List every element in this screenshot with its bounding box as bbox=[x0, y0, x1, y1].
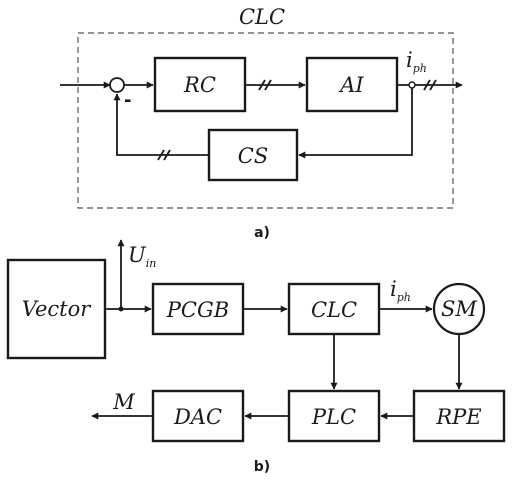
branch-node bbox=[408, 81, 416, 89]
bus-slash bbox=[157, 149, 165, 161]
caption-b: b) bbox=[254, 459, 270, 475]
pcgb-block bbox=[151, 282, 245, 336]
diagram-b: Vector Uin PCGB CLC iph SM RPE PLC DAC M… bbox=[6, 239, 506, 475]
minus-sign: - bbox=[124, 90, 131, 111]
clc-group-frame bbox=[77, 32, 454, 209]
rpe-block bbox=[412, 389, 506, 443]
ai-block-label: AI bbox=[338, 73, 364, 97]
clc-block bbox=[287, 282, 381, 336]
cs-block-label: CS bbox=[238, 144, 268, 168]
caption-a: a) bbox=[254, 225, 270, 241]
bus-slash bbox=[423, 79, 431, 91]
bus-slash bbox=[429, 79, 437, 91]
sm-motor-label: SM bbox=[441, 297, 477, 321]
vector-block-label: Vector bbox=[22, 297, 93, 321]
plc-block-label: PLC bbox=[311, 405, 356, 429]
dac-block-label: DAC bbox=[173, 405, 222, 429]
rc-block-label: RC bbox=[183, 73, 216, 97]
bus-slash bbox=[163, 149, 171, 161]
bus-slash bbox=[264, 79, 272, 91]
cs-to-sum-arrow bbox=[113, 93, 209, 156]
plc-block bbox=[287, 389, 381, 443]
pcgb-block-label: PCGB bbox=[166, 298, 229, 322]
rpe-block-label: RPE bbox=[435, 405, 481, 429]
phase-current-label: iph bbox=[390, 277, 411, 304]
summing-junction bbox=[109, 77, 125, 93]
vector-block bbox=[6, 258, 107, 360]
diagram-a: CLC - RC AI iph CS a) bbox=[60, 5, 463, 241]
input-voltage-label: Uin bbox=[128, 243, 156, 270]
clc-block-label: CLC bbox=[311, 298, 357, 322]
output-current-label: iph bbox=[406, 48, 427, 75]
feedback-to-cs-arrow bbox=[298, 88, 413, 159]
clc-group-label: CLC bbox=[239, 5, 285, 29]
output-m-label: M bbox=[112, 390, 135, 414]
bus-slash bbox=[258, 79, 266, 91]
